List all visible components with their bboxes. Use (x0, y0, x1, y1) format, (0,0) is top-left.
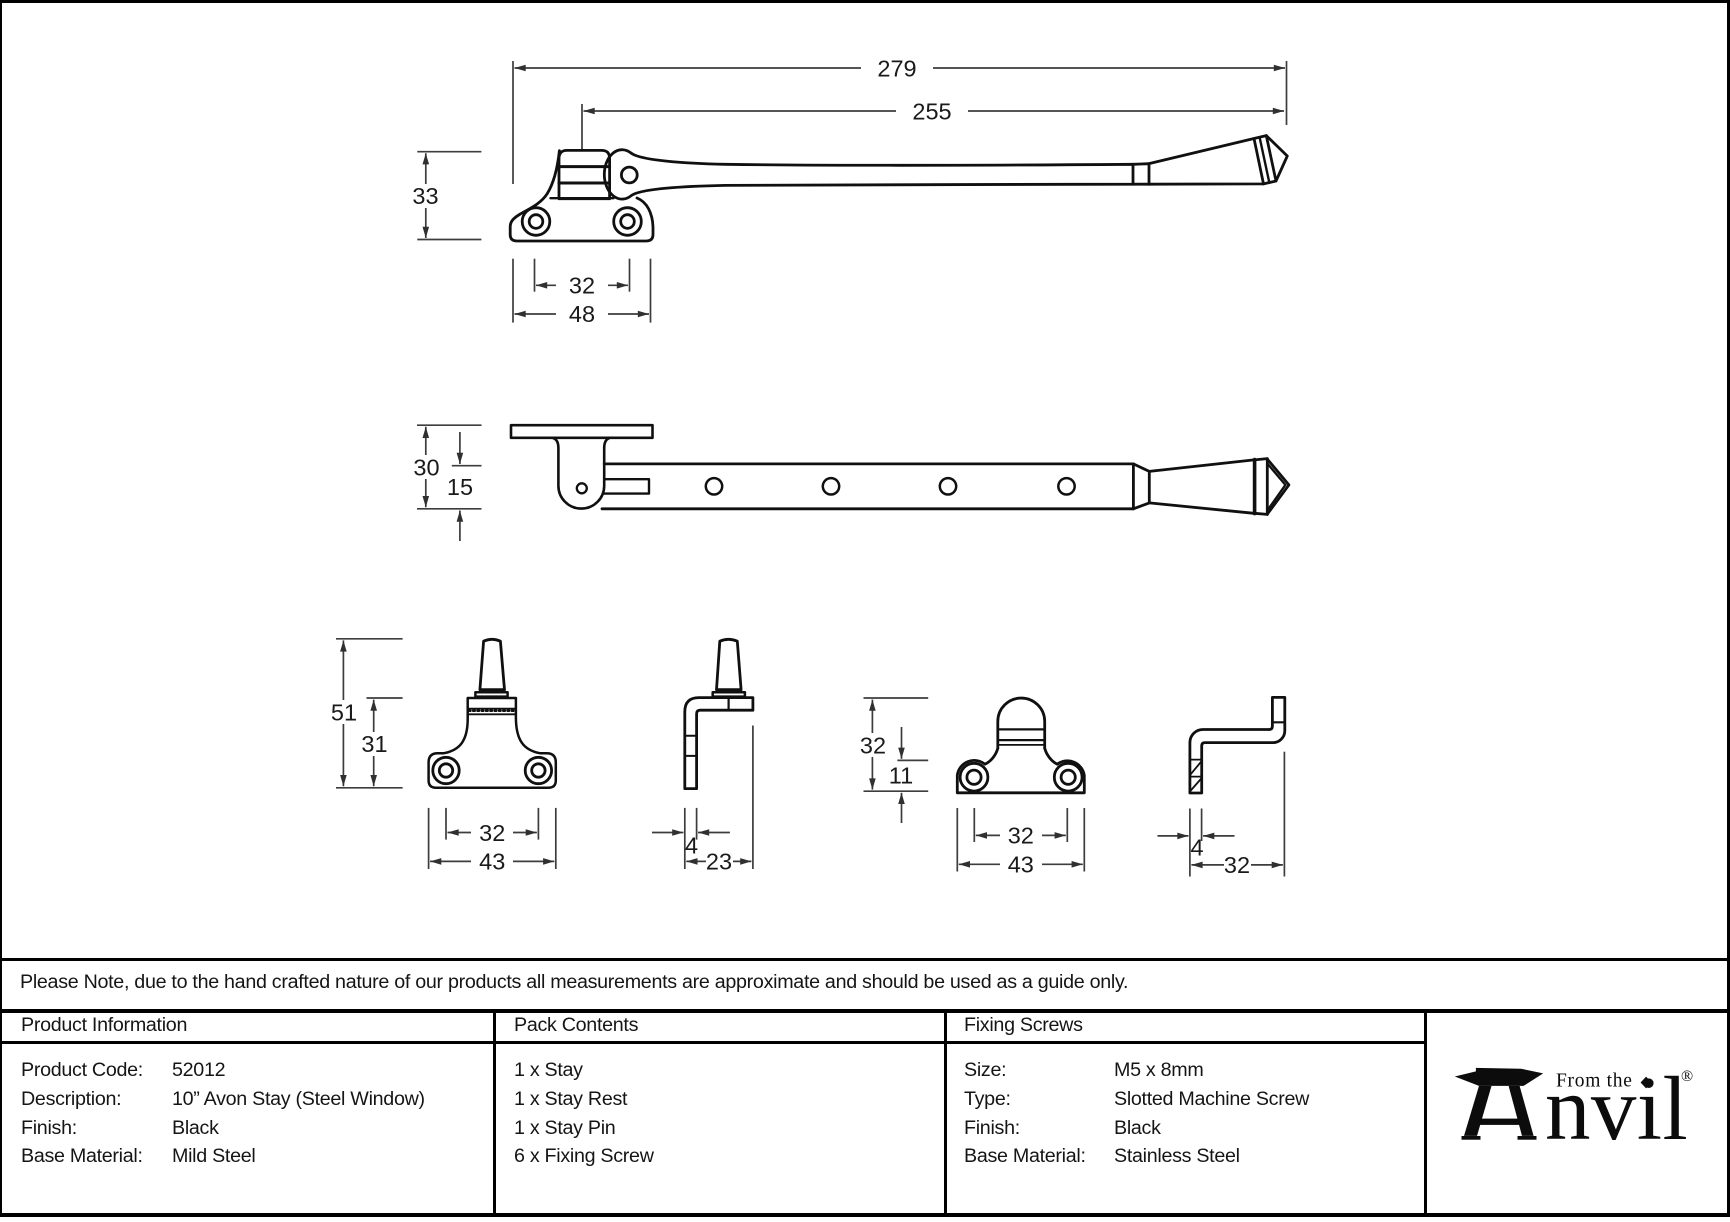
svg-text:23: 23 (706, 849, 732, 875)
svg-text:®: ® (1681, 1068, 1693, 1085)
svg-text:31: 31 (361, 731, 387, 757)
svg-text:nvil: nvil (1545, 1058, 1688, 1159)
svg-text:11: 11 (889, 762, 913, 788)
svg-text:From the: From the (1556, 1071, 1633, 1092)
svg-text:32: 32 (860, 732, 886, 758)
svg-text:43: 43 (479, 849, 505, 875)
svg-text:32: 32 (479, 820, 505, 846)
svg-text:15: 15 (447, 474, 473, 500)
svg-text:32: 32 (1224, 852, 1250, 878)
svg-text:255: 255 (912, 98, 951, 124)
svg-text:43: 43 (1008, 852, 1034, 878)
svg-text:30: 30 (413, 454, 439, 480)
svg-text:32: 32 (569, 273, 595, 299)
svg-text:4: 4 (1190, 834, 1203, 860)
svg-text:32: 32 (1008, 823, 1034, 849)
svg-text:33: 33 (412, 183, 438, 209)
svg-text:279: 279 (877, 55, 916, 81)
svg-text:4: 4 (685, 833, 698, 859)
svg-text:51: 51 (331, 699, 357, 725)
svg-text:48: 48 (569, 301, 595, 327)
